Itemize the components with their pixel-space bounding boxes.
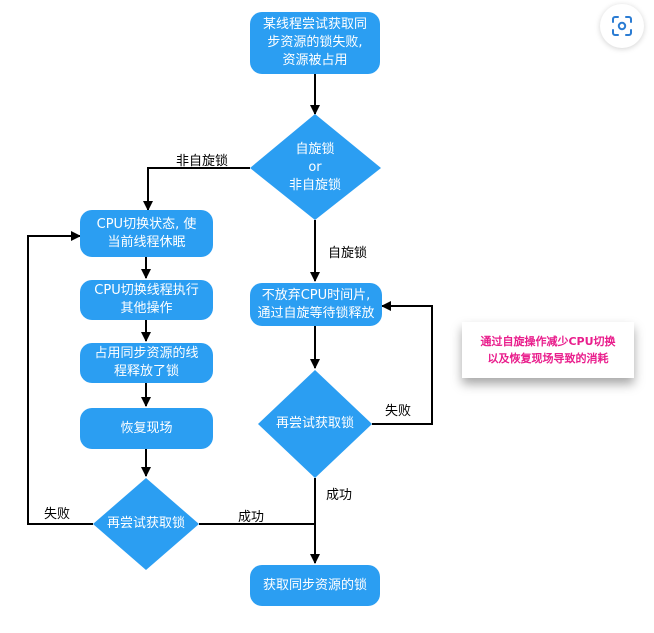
release-lock-node: 占用同步资源的线 程释放了锁 [80,343,213,383]
cpu-switch-state-node: CPU切换状态, 使 当前线程休眠 [80,210,213,257]
no-yield-node: 不放弃CPU时间片, 通过自旋等待锁释放 [250,283,382,326]
retry-right-text: 再尝试获取锁 [275,416,354,431]
label-non-spin: 非自旋锁 [176,154,229,169]
label-spin: 自旋锁 [328,246,368,261]
label-fail-right: 失败 [385,404,412,419]
decision-text: 自旋锁 or 非自旋锁 [288,142,341,193]
note-card: 通过自旋操作减少CPU切换 以及恢复现场导致的消耗 [462,322,634,378]
edge-fail-left [27,231,93,525]
label-fail-left: 失败 [44,507,71,522]
decision-diamond [250,114,381,220]
scan-icon [612,16,632,36]
restore-node: 恢复现场 [80,408,213,449]
retry-right-diamond [258,370,372,478]
cpu-switch-exec-node: CPU切换线程执行 其他操作 [80,280,213,320]
edge-non-spin [143,167,250,211]
scan-button[interactable] [600,4,644,48]
label-success-left: 成功 [238,510,265,525]
label-success-right: 成功 [326,488,353,503]
retry-left-diamond [93,478,199,570]
acquire-lock-node: 获取同步资源的锁 [250,565,380,606]
edge-fail-right [372,301,433,425]
start-node: 某线程尝试获取同 步资源的锁失败, 资源被占用 [250,12,380,74]
retry-left-text: 再尝试获取锁 [106,516,185,531]
